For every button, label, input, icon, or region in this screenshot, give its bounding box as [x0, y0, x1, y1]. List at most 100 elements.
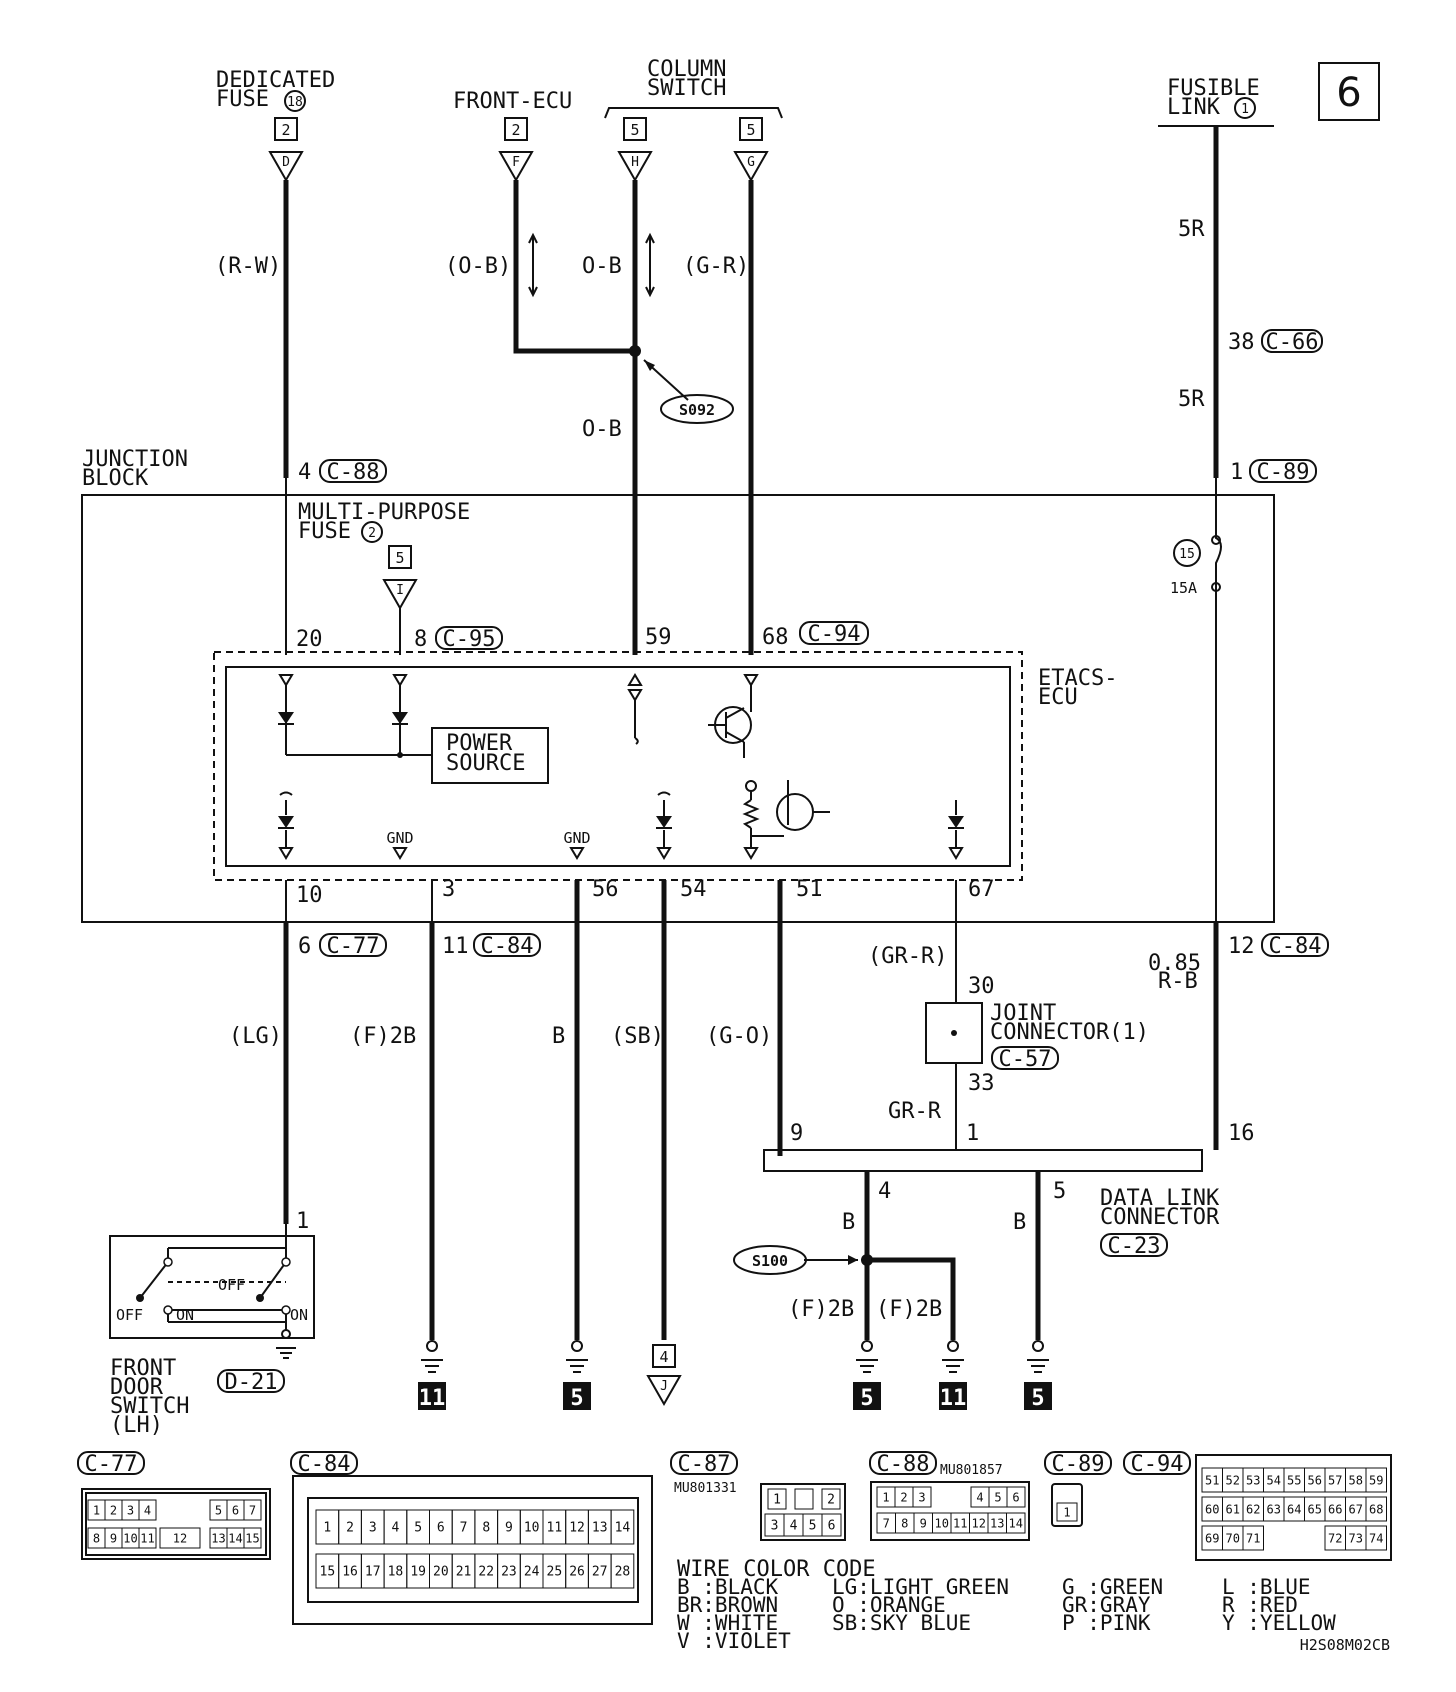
door-switch-on-1: ON [176, 1306, 194, 1324]
wire-rb-label: R-B [1158, 969, 1198, 994]
pin-number: 28 [615, 1565, 631, 1580]
pin-number: 13 [211, 1531, 225, 1545]
pin-cell [821, 1488, 841, 1510]
pin-number: 12 [972, 1516, 986, 1530]
pin-number: 4 [392, 1521, 400, 1536]
pin-number: 8 [901, 1516, 908, 1530]
wire-color-entry: B :BLACK [677, 1575, 779, 1599]
pin-cell [243, 1527, 262, 1549]
pin-cell [138, 1527, 157, 1549]
connector-c84a: C-84 [481, 934, 534, 959]
front-door-switch-pin-1: 1 [296, 1209, 309, 1234]
column-switch-page-g: 5 [746, 121, 755, 139]
pin-cell [1006, 1512, 1026, 1534]
pin-number: 15 [320, 1565, 336, 1580]
front-ecu-label: FRONT-ECU [453, 89, 572, 114]
fusible-link-source: FUSIBLE LINK 1 [1158, 76, 1274, 127]
pin-c84a: 11 [442, 934, 469, 959]
pin-number: 1 [773, 1493, 781, 1508]
joint-connector [925, 1002, 983, 1064]
multi-purpose-fuse-number: 2 [368, 526, 376, 541]
wire-ob-front-ecu [513, 180, 635, 354]
wire-b-56-label: B [552, 1024, 565, 1049]
data-link-connector [763, 1149, 1203, 1172]
connector-c88: C-88 [327, 460, 380, 485]
power-source-label-1: POWER [446, 731, 513, 756]
pin-number: 61 [1226, 1502, 1240, 1516]
junction-block [81, 494, 1275, 923]
connector-d21: D-21 [225, 1370, 278, 1395]
pin-number: 3 [127, 1503, 134, 1517]
pin-number: 65 [1308, 1502, 1322, 1516]
pin-number: 1 [1063, 1505, 1070, 1519]
front-ecu-terminal: F [512, 155, 520, 170]
wire-f2b-b-label: (F)2B [876, 1297, 942, 1322]
column-switch-page-h: 5 [630, 121, 639, 139]
data-link-label-2: CONNECTOR [1100, 1205, 1220, 1230]
pin-cell [610, 1553, 635, 1589]
pin-number: 59 [1369, 1473, 1383, 1487]
pin-number: 10 [123, 1531, 137, 1545]
connector-view-c77-label: C-77 [85, 1452, 138, 1477]
pin-number: 23 [501, 1565, 517, 1580]
pin-number: 71 [1246, 1531, 1260, 1545]
fusible-link-label-1: FUSIBLE [1167, 76, 1260, 101]
joint-pin-33: 33 [968, 1071, 995, 1096]
pin-c94: 68 [762, 625, 789, 650]
pin-c89: 1 [1230, 460, 1243, 485]
pin-c84b: 12 [1228, 934, 1255, 959]
pin-number: 3 [771, 1519, 779, 1534]
pin-number: 7 [883, 1516, 890, 1530]
pin-cell [138, 1499, 157, 1521]
pin-number: 2 [900, 1490, 907, 1504]
data-link-pin-4: 4 [878, 1179, 891, 1204]
pin-number: 4 [790, 1519, 798, 1534]
joint-connector-label-1: JOINT [990, 1001, 1056, 1026]
pin-number: 26 [569, 1565, 585, 1580]
pin-number: 68 [1369, 1502, 1383, 1516]
front-door-switch-label-2: DOOR [110, 1375, 164, 1400]
wire-color-entry: SB:SKY BLUE [832, 1611, 971, 1635]
wire-go-label: (G-O) [706, 1024, 772, 1049]
pin-c88: 4 [298, 460, 311, 485]
pin-number: 7 [249, 1503, 256, 1517]
pin-number: 6 [232, 1503, 239, 1517]
page-ref-j: 4 [659, 1348, 668, 1366]
pin-number: 53 [1246, 1473, 1260, 1487]
connector-c95: C-95 [443, 627, 496, 652]
door-switch-off-1: OFF [116, 1306, 143, 1324]
pin-number: 72 [1328, 1531, 1342, 1545]
pin-number: 11 [547, 1521, 563, 1536]
connector-c57: C-57 [999, 1047, 1052, 1072]
junction-page-i: 5 [395, 549, 404, 567]
pin-number: 13 [990, 1516, 1004, 1530]
wire-color-code-title: WIRE COLOR CODE [677, 1557, 876, 1582]
pin-number: 6 [437, 1521, 445, 1536]
wire-color-entry: LG:LIGHT GREEN [832, 1575, 1009, 1599]
pin-c95: 8 [414, 627, 427, 652]
data-link-pin-5: 5 [1053, 1179, 1066, 1204]
wire-color-entry: R :RED [1222, 1593, 1298, 1617]
pin-number: 67 [1349, 1502, 1363, 1516]
connector-view-c94-label: C-94 [1131, 1452, 1184, 1477]
pin-number: 27 [592, 1565, 608, 1580]
pin-number: 17 [365, 1565, 381, 1580]
pin-number: 15 [245, 1531, 259, 1545]
etacs-gnd-2: GND [563, 829, 590, 847]
multi-purpose-fuse-label-2: FUSE [298, 519, 351, 544]
pin-number: 8 [93, 1531, 100, 1545]
pin-c77: 6 [298, 934, 311, 959]
pin-number: 5 [994, 1490, 1001, 1504]
wire-ob-label: O-B [582, 254, 622, 279]
pin-cell [794, 1488, 814, 1510]
pin-number: 12 [173, 1531, 187, 1545]
pin-number: 74 [1369, 1531, 1383, 1545]
document-code: H2S08M02CB [1300, 1636, 1390, 1654]
connector-c94: C-94 [808, 622, 861, 647]
wire-color-entry: GR:GRAY [1062, 1593, 1151, 1617]
pin-c66: 38 [1228, 330, 1255, 355]
dedicated-fuse-source: DEDICATED FUSE 18 2 D [216, 68, 335, 183]
junction-block-label-2: BLOCK [82, 466, 149, 491]
etacs-ecu-label-2: ECU [1038, 685, 1078, 710]
pin-number: 9 [505, 1521, 513, 1536]
